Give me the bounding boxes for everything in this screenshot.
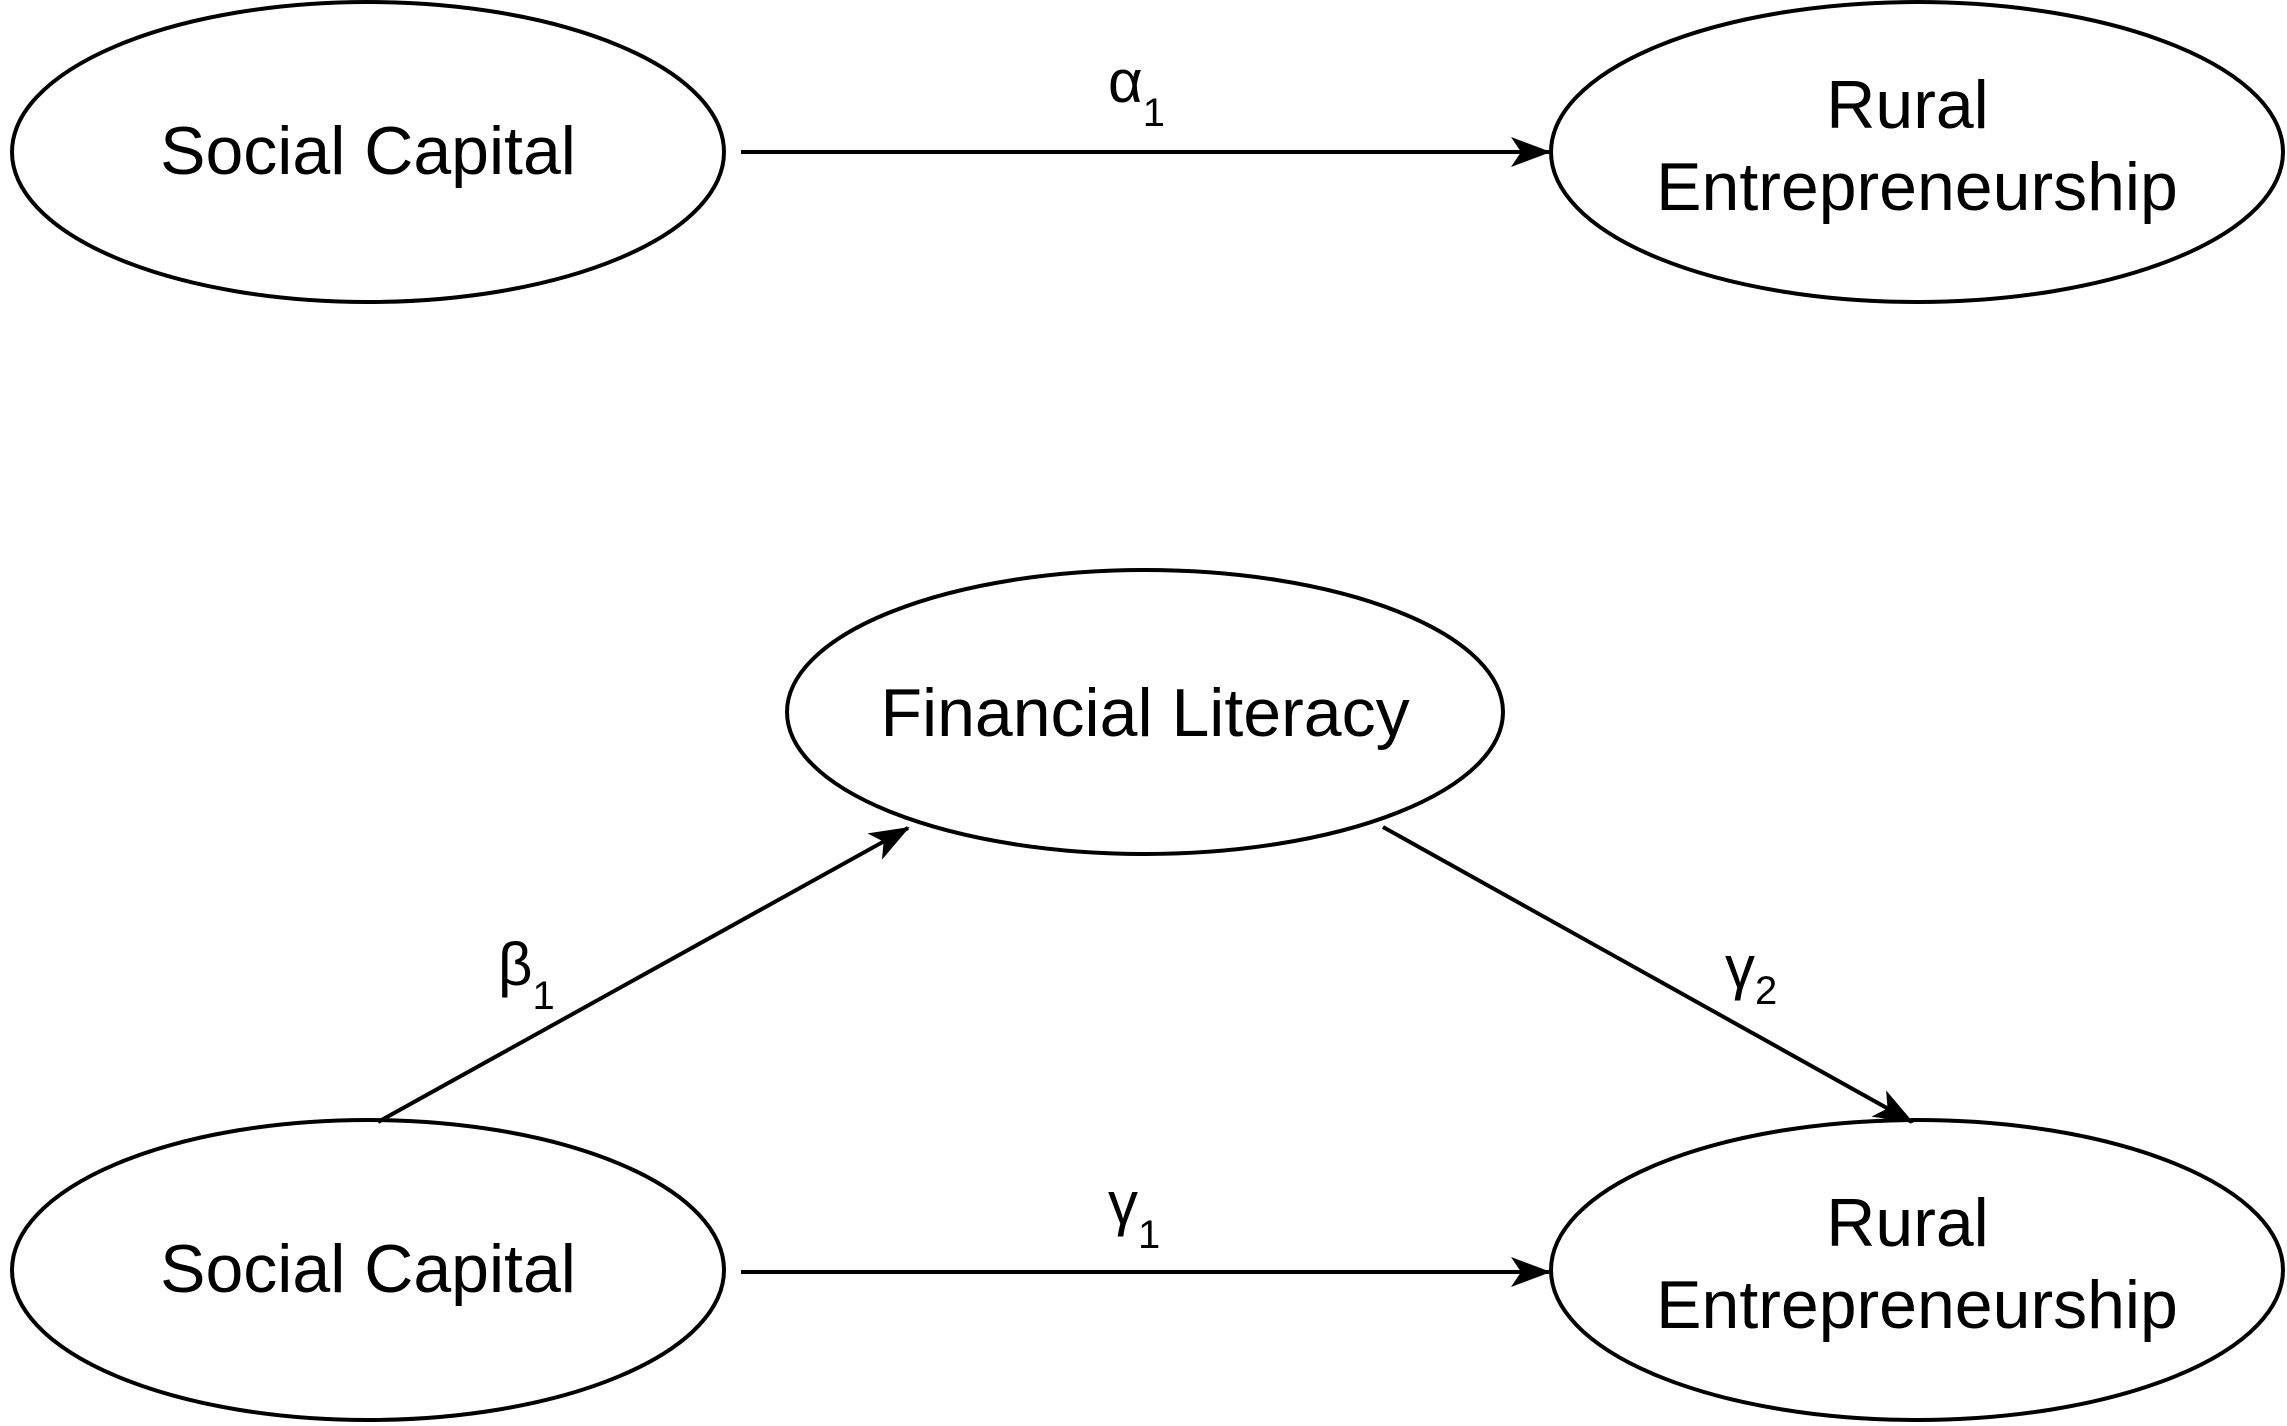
gamma1-symbol: γ: [1108, 1170, 1138, 1237]
top-social-capital-node: Social Capital: [10, 0, 726, 304]
top-path-alpha-label: α1: [1108, 48, 1165, 135]
gamma2-path-arrow: [1382, 825, 1914, 1124]
bottom-rural-line2: Entrepreneurship: [1656, 1267, 2178, 1343]
gamma1-path-label: γ1: [1108, 1170, 1160, 1257]
top-rural-label: Rural Entrepreneurship: [1656, 67, 2178, 225]
bottom-social-capital-label: Social Capital: [160, 1231, 576, 1307]
beta-path-label: β1: [498, 931, 555, 1018]
alpha-symbol: α: [1108, 48, 1143, 115]
beta-path-arrow: [377, 826, 910, 1124]
beta-symbol: β: [498, 931, 533, 998]
bottom-social-capital-node: Social Capital: [10, 1118, 726, 1422]
bottom-rural-line1: Rural: [1826, 1185, 1989, 1261]
beta-subscript: 1: [533, 974, 555, 1018]
bottom-rural-entrepreneurship-node: Rural Entrepreneurship: [1549, 1118, 2285, 1422]
gamma2-path-label: γ2: [1725, 934, 1777, 1013]
top-rural-line2: Entrepreneurship: [1656, 149, 2178, 225]
gamma2-symbol: γ: [1725, 934, 1755, 1001]
top-rural-entrepreneurship-node: Rural Entrepreneurship: [1549, 0, 2285, 304]
alpha-subscript: 1: [1143, 91, 1165, 135]
top-model: Social Capital Rural Entrepreneurship α1: [10, 0, 2285, 304]
gamma2-subscript: 2: [1755, 969, 1777, 1013]
financial-literacy-label: Financial Literacy: [880, 675, 1409, 751]
bottom-model: Financial Literacy Social Capital Rural …: [10, 568, 2285, 1422]
top-rural-line1: Rural: [1826, 67, 1989, 143]
financial-literacy-node: Financial Literacy: [785, 568, 1505, 856]
top-social-capital-label: Social Capital: [160, 113, 576, 189]
bottom-rural-label: Rural Entrepreneurship: [1656, 1185, 2178, 1343]
gamma1-subscript: 1: [1138, 1213, 1160, 1257]
